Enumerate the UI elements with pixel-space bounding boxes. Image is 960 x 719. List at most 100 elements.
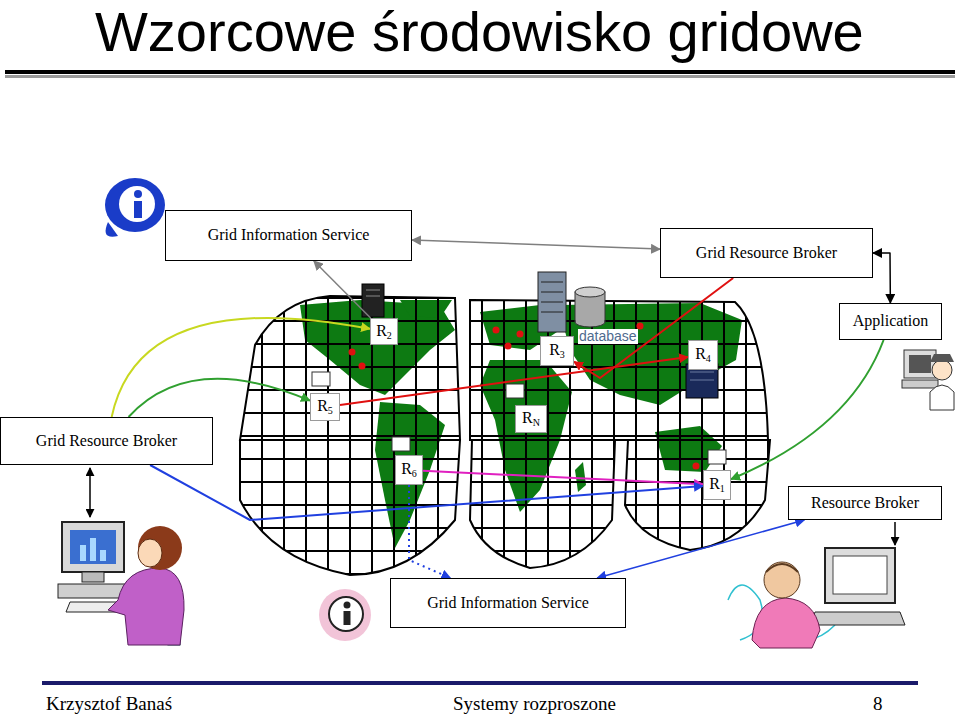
map-grid [230,290,775,580]
connector-arrow [129,379,310,417]
router-icon [312,372,726,464]
server-slot [366,296,380,297]
world-map-body [230,290,775,580]
map-outline [240,296,770,575]
map-outline [625,440,770,550]
info-icon-ring [319,589,371,641]
box-text: Grid Resource Broker [696,244,837,262]
info-icon-dot [344,602,351,609]
person-body [752,598,820,648]
application-box: Application [839,303,942,340]
resource-dot [493,327,500,334]
resource-label: R5 [310,393,340,421]
continent [375,402,445,548]
info-icon-face [119,186,155,222]
connector-arrow [423,471,703,485]
router-icon [312,372,330,386]
info-icon [319,589,371,641]
monitor [62,522,124,572]
info-icon-dot [134,190,142,198]
parallel-line [230,504,775,506]
title-rule [5,70,955,74]
router-icon [708,450,726,464]
rack-slot [541,312,563,313]
connector-arrow [412,240,660,249]
server-slot [690,372,714,373]
box-text: Grid Resource Broker [36,432,177,450]
person-head [764,562,800,598]
resource-name: R5 [317,397,333,417]
parallel-line [230,573,775,575]
connector-arrow [314,261,371,318]
resource-dot [505,343,512,350]
slide-title: Wzorcowe środowisko gridowe [95,4,864,60]
keyboard [902,380,938,388]
monitor [825,548,895,603]
resource-broker-box: Grid Resource Broker [660,228,873,278]
connector-arrow [409,485,450,578]
resource-name: R6 [401,460,417,480]
resource-name: R2 [376,322,392,342]
map-outline [470,440,615,568]
monitor-screen [833,556,887,594]
resource-label: R4 [688,340,718,370]
connector-arrow [873,253,890,303]
box-text: Grid Information Service [208,226,370,244]
page-number: 8 [872,694,884,715]
resource-broker-box: Grid Resource Broker [0,417,213,465]
subscript: 6 [412,468,417,479]
resource-name: RN [522,409,540,429]
rack-slot [541,292,563,293]
info-icon-face [329,597,363,631]
annotation-label: database [578,329,638,344]
router-icon [392,437,410,451]
subscript: 5 [328,405,333,416]
monitor-screen [70,530,116,564]
info-icon-stem [134,201,142,218]
resource-dot [359,363,366,370]
map-outline [470,300,768,440]
user-woman [58,522,184,645]
database-cylinder [575,287,605,327]
info-icon [105,178,165,237]
chart-bar [80,545,86,561]
user-man [728,548,905,648]
resource-name: R4 [695,345,711,365]
rack-slot [541,302,563,303]
footer-rule [42,681,918,685]
user-link [89,468,91,517]
resource-label: R2 [370,318,398,345]
database-top [575,287,605,297]
box-text: Resource Broker [811,494,919,512]
person-hair [766,564,798,572]
resource-label: R1 [703,470,731,500]
connector-arrow [731,340,884,479]
parallel-line [230,458,775,460]
resource-label: RN [515,405,547,433]
continent [655,426,722,472]
resource-dot [693,463,700,470]
resource-name: R1 [709,475,725,495]
box-text: Application [853,312,929,330]
resource-broker-box: Resource Broker [788,486,942,520]
server-slot [366,290,380,291]
server-rack [538,272,566,332]
info-icon-stem [344,611,351,625]
resource-name: R3 [549,341,565,361]
info-icon-ring [105,178,165,232]
resource-dot [517,331,524,338]
person-head [932,360,952,380]
server-slot [690,380,714,381]
person-face [138,539,162,567]
person-body [108,568,184,645]
subscript: 2 [387,330,392,341]
connector-arrow [574,278,733,378]
monitor [904,350,936,378]
chart-bar [100,550,106,561]
keyboard [810,612,905,625]
continent [400,300,452,318]
resource-label: R6 [395,455,423,485]
world-map [230,290,775,580]
rack-slot [541,282,563,283]
